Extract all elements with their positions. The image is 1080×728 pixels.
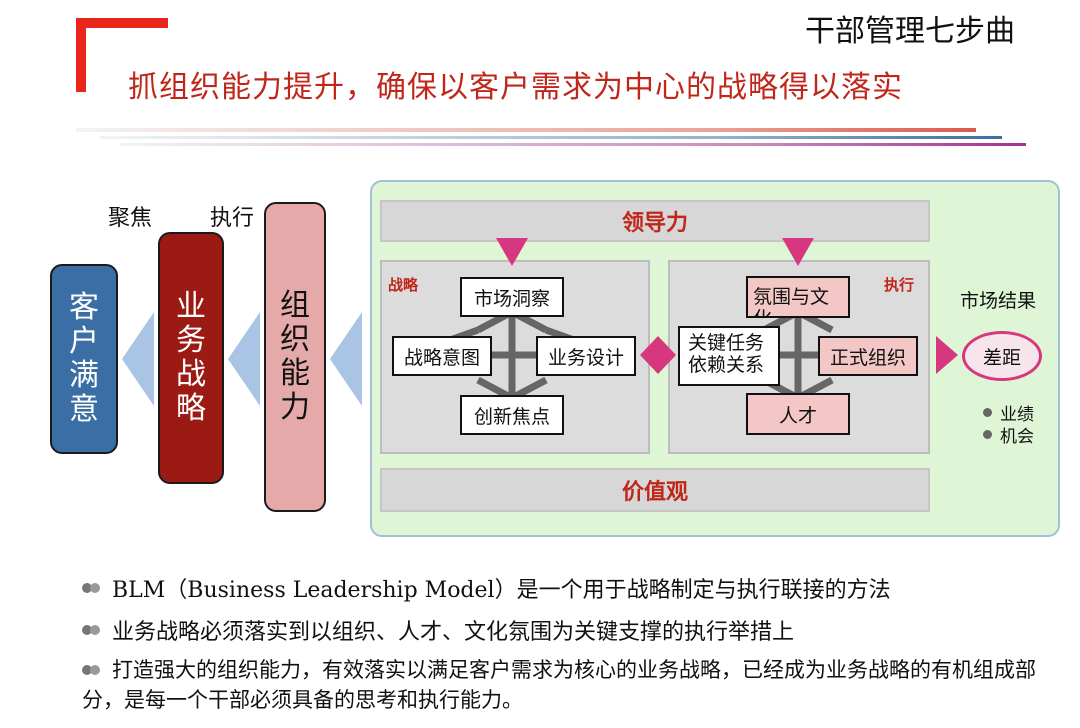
business-strategy-label: 业务战略 — [176, 289, 206, 426]
business-strategy-box: 业务战略 — [158, 232, 224, 484]
arrow-down-icon — [496, 238, 528, 266]
leadership-label: 领导力 — [621, 210, 688, 236]
diamond-connector-icon — [640, 336, 676, 374]
divider-line-2 — [100, 136, 1002, 139]
bullet-text: 业务战略必须落实到以组织、人才、文化氛围为关键支撑的执行举措上 — [112, 620, 795, 645]
customer-satisfaction-box: 客户满意 — [50, 264, 118, 454]
arrow-left-icon — [330, 312, 362, 406]
corner-bracket-left — [76, 18, 86, 92]
bullet-dot-icon — [983, 430, 992, 439]
bullet-text: BLM（Business Leadership Model）是一个用于战略制定与… — [112, 578, 891, 603]
talent-box: 人才 — [746, 393, 850, 435]
gap-ellipse: 差距 — [962, 331, 1042, 381]
critical-tasks-box: 关键任务依赖关系 — [678, 326, 780, 386]
leadership-bar: 领导力 — [380, 200, 930, 242]
culture-label: 氛围与文化 — [753, 286, 830, 316]
bullet-org-capability: 打造强大的组织能力，有效落实以满足客户需求为核心的业务战略，已经成为业务战略的有… — [82, 655, 1042, 715]
corner-bracket-top — [76, 18, 168, 28]
gap-item-label: 机会 — [1000, 427, 1034, 447]
page-title: 抓组织能力提升，确保以客户需求为中心的战略得以落实 — [128, 70, 903, 105]
divider-line-3 — [120, 143, 1026, 146]
bullet-strategy-execution: 业务战略必须落实到以组织、人才、文化氛围为关键支撑的执行举措上 — [82, 614, 794, 646]
arrow-left-icon — [122, 312, 154, 406]
customer-satisfaction-label: 客户满意 — [69, 290, 99, 427]
strategy-panel-label: 战略 — [388, 276, 419, 294]
arrow-left-icon — [228, 312, 260, 406]
focus-label: 聚焦 — [108, 206, 153, 231]
bullet-dot-icon — [983, 408, 992, 417]
arrow-right-icon — [936, 336, 958, 374]
strategic-intent-box: 战略意图 — [392, 336, 492, 376]
org-capability-label: 组织能力 — [280, 288, 310, 425]
execution-panel-label: 执行 — [884, 276, 915, 294]
critical-tasks-label: 关键任务依赖关系 — [688, 332, 765, 376]
bullet-text: 打造强大的组织能力，有效落实以满足客户需求为核心的业务战略，已经成为业务战略的有… — [82, 658, 1036, 712]
bullet-icon — [82, 625, 102, 635]
values-bar: 价值观 — [380, 468, 930, 512]
execute-label: 执行 — [210, 206, 255, 231]
innovation-focus-box: 创新焦点 — [460, 395, 564, 435]
org-capability-box: 组织能力 — [264, 202, 326, 512]
gap-label: 差距 — [982, 346, 1021, 369]
arrow-down-icon — [782, 238, 814, 266]
culture-box: 氛围与文化 — [746, 276, 850, 318]
bullet-blm-definition: BLM（Business Leadership Model）是一个用于战略制定与… — [82, 572, 891, 604]
bullet-icon — [82, 583, 102, 593]
series-headline: 干部管理七步曲 — [805, 14, 1015, 49]
values-label: 价值观 — [621, 479, 688, 505]
gap-item-opportunity: 机会 — [983, 422, 1034, 447]
market-insight-box: 市场洞察 — [460, 277, 564, 317]
divider-line-1 — [76, 128, 976, 132]
formal-organization-box: 正式组织 — [818, 336, 918, 376]
gap-item-performance: 业绩 — [983, 400, 1034, 425]
business-design-box: 业务设计 — [536, 336, 636, 376]
market-result-label: 市场结果 — [960, 290, 1037, 312]
bullet-icon — [82, 665, 102, 675]
gap-item-label: 业绩 — [1000, 405, 1034, 425]
